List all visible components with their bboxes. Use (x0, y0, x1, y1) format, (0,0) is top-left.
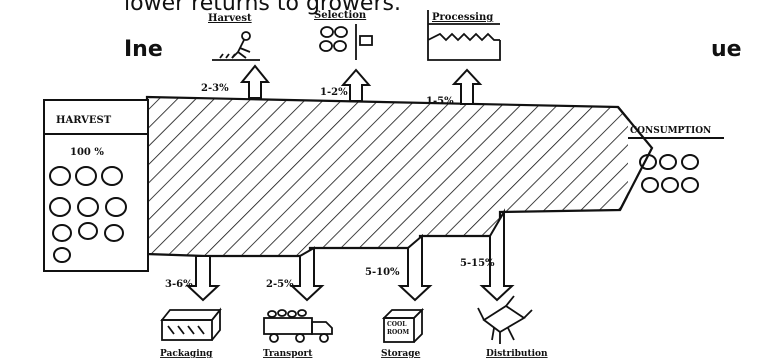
stage-label-processing: Processing (432, 12, 493, 23)
stage-label-harvest: Harvest (208, 13, 252, 24)
sorting-icon (320, 24, 372, 60)
stage-label-packaging: Packaging (160, 349, 213, 359)
crate-icon (162, 310, 220, 340)
lower-loss-arrow-packaging (188, 256, 218, 300)
packaging-stage: Packaging (160, 310, 220, 359)
consumption-box: CONSUMPTION (618, 107, 724, 210)
harvest-box-title: HARVEST (56, 115, 112, 126)
harvester-icon (212, 32, 260, 60)
open-box-icon (478, 296, 532, 344)
loss-percent-selection: 1-2% (320, 87, 348, 98)
stage-label-distribution: Distribution (486, 349, 548, 359)
loss-percent-harvest: 2-3% (201, 83, 229, 94)
cool-room-text-line-1: COOL (387, 321, 407, 328)
stage-label-storage: Storage (381, 349, 421, 359)
truck-icon (264, 310, 332, 342)
stage-label-transport: Transport (263, 349, 313, 359)
distribution-stage: Distribution (478, 296, 548, 359)
harvest-box-percent: 100 % (70, 147, 104, 158)
harvest-box: HARVEST 100 % (44, 100, 148, 271)
storage-stage: COOL ROOM Storage (381, 310, 422, 359)
transport-stage: Transport (263, 310, 332, 359)
loss-percent-distribution: 5-15% (460, 258, 495, 269)
cool-room-text-line-2: ROOM (387, 329, 409, 336)
selection-stage: Selection (314, 10, 372, 60)
harvest-stage: Harvest (208, 13, 260, 60)
loss-percent-processing: 1-5% (426, 96, 454, 107)
upper-loss-arrow-harvest (242, 66, 268, 98)
upper-loss-arrow-processing (454, 70, 480, 104)
loss-percent-storage: 5-10% (365, 267, 400, 278)
loss-percent-transport: 2-5% (266, 279, 294, 290)
loss-percent-packaging: 3-6% (165, 279, 193, 290)
main-flow-band (147, 97, 652, 256)
stage-label-selection: Selection (314, 10, 367, 21)
processing-stage: Processing (428, 10, 500, 60)
